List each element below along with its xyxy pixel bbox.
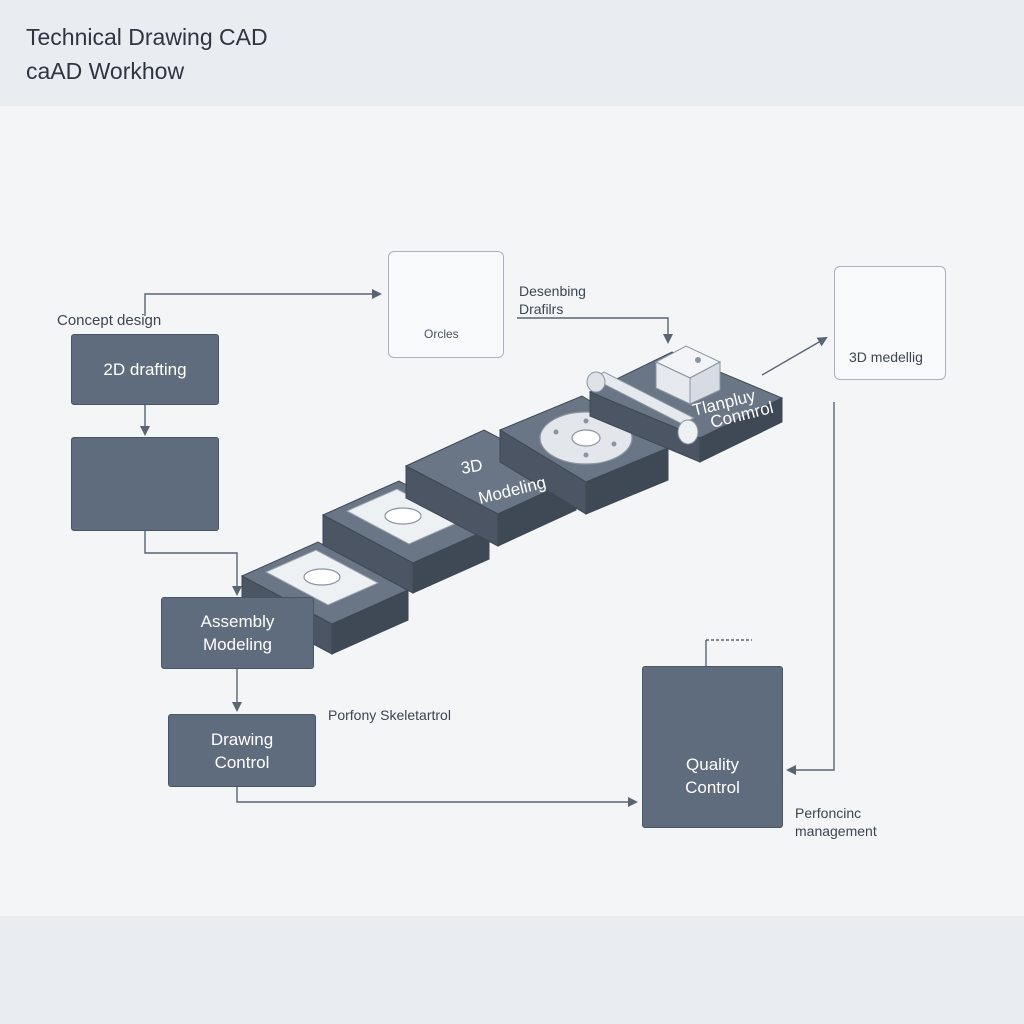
arrow-3d-model-to-quality <box>786 402 835 775</box>
drafting-label: Drafilrs <box>519 301 564 317</box>
portony-label: Porfony Skeletartrol <box>328 707 451 723</box>
assembly-modeling-box[interactable]: Assembly Modeling <box>161 597 314 669</box>
quality-label-line2: Control <box>685 778 740 797</box>
connector-lines <box>140 289 835 807</box>
page-subtitle: caAD Workhow <box>26 58 185 84</box>
slab-modeling-label-1: 3D <box>459 455 484 477</box>
performing-label: Perfoncinc <box>795 805 862 821</box>
2d-drafting-box[interactable]: 2D drafting <box>71 334 219 405</box>
quality-control-box[interactable]: Quality Control <box>642 666 783 828</box>
drawing-label-line1: Drawing <box>210 729 274 749</box>
describing-label: Desenbing <box>519 283 586 299</box>
slab-2 <box>321 480 491 594</box>
drawing-control-box[interactable]: Drawing Control <box>168 714 316 787</box>
arrow-slab-to-3d-model <box>761 336 828 376</box>
3d-modelling-label: 3D medellig <box>849 349 923 365</box>
arrow-drawing-to-quality <box>236 787 638 807</box>
header-bar: Technical Drawing CAD caAD Workhow <box>0 0 1024 106</box>
arrow-box-to-assembly <box>144 531 242 596</box>
circles-card[interactable] <box>388 251 504 358</box>
concept-design-label: Concept design <box>57 312 162 329</box>
management-label: management <box>795 823 877 839</box>
page-title: Technical Drawing CAD <box>26 24 268 50</box>
2d-drafting-label: 2D drafting <box>103 360 187 379</box>
drawing-label-line2: Control <box>214 752 270 772</box>
arrow-drafting-to-slab <box>517 317 673 344</box>
assembly-label-line1: Assembly <box>200 612 275 631</box>
footer-bar <box>0 916 1024 1024</box>
slab-5-tooling <box>586 345 784 463</box>
quality-label-line1: Quality <box>686 755 739 774</box>
slab-4-disc <box>498 395 670 515</box>
arrow-concept-to-circles <box>144 289 382 316</box>
storage-box[interactable] <box>71 437 219 531</box>
assembly-label-line2: Modeling <box>203 635 272 654</box>
circles-label: Orcles <box>424 327 459 341</box>
3d-modelling-card[interactable] <box>834 266 946 380</box>
